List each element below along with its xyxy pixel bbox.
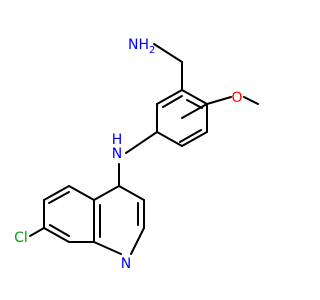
- atom-label-nh2: NH2: [128, 37, 155, 56]
- bond-ring-c3-c4: [181, 131, 208, 147]
- atom-label-methoxy-o: O: [231, 90, 242, 106]
- atom-label-chlorine: Cl: [14, 230, 28, 246]
- bond-ring-c1-c2-inner: [186, 99, 203, 109]
- bond-q-c7-c8-inner: [49, 224, 70, 237]
- bond-ring-n: [125, 131, 158, 154]
- bond-ring-c6-c1-inner: [162, 95, 183, 108]
- bond-ch2-ring: [181, 89, 208, 105]
- bond-q-c5-c6-inner: [48, 191, 70, 204]
- bond-ring-c3-c4-inner: [179, 129, 202, 143]
- bond-c2-o: [206, 96, 232, 105]
- nh2-subscript: 2: [149, 45, 155, 56]
- bond-ring-c2-c1: [181, 103, 208, 119]
- atom-label-bridge-h: H: [112, 132, 123, 148]
- bond-o-methyl: [243, 96, 259, 105]
- bond-q-c5-c6: [43, 185, 70, 201]
- bond-ring-c4-c5: [156, 131, 183, 147]
- atom-label-quinoline-n: N: [121, 256, 131, 272]
- bond-layer: [29, 43, 259, 255]
- atom-label-layer: NH2 O N H N Cl: [14, 37, 242, 272]
- bond-ring-c6-c1: [156, 89, 183, 105]
- bond-nh2-ch2: [153, 43, 183, 63]
- bond-q-c4a-c4: [93, 185, 120, 201]
- bond-q-c7-c8: [43, 227, 70, 243]
- bond-q-c2-n1: [130, 227, 145, 255]
- bond-q-n1-c8a: [93, 241, 122, 255]
- bond-c7-cl: [29, 227, 45, 237]
- bond-q-c4a-c5: [68, 185, 95, 201]
- atom-label-bridge-n: N: [112, 146, 122, 162]
- bond-q-c4-c3: [118, 185, 145, 201]
- nh2-main: NH: [128, 37, 149, 53]
- molecule-diagram: NH2 O N H N Cl: [14, 37, 259, 272]
